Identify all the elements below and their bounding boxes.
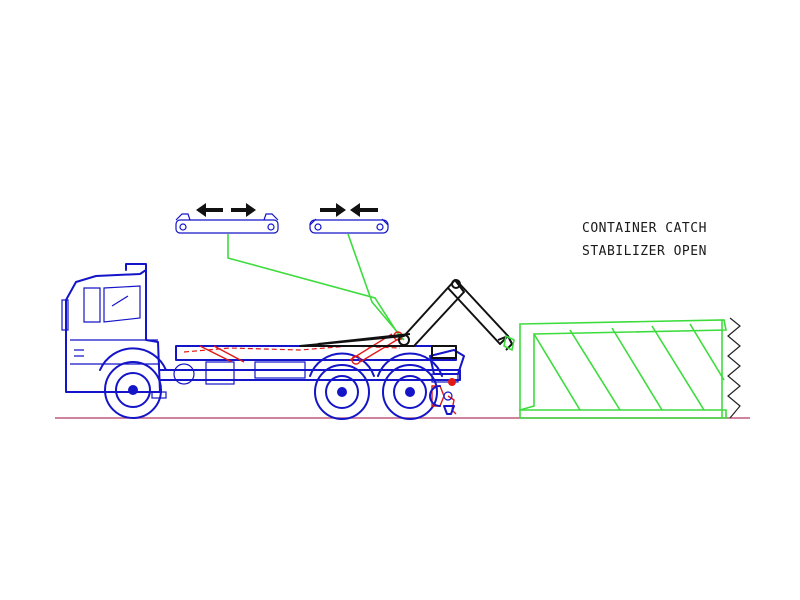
rear-wheel-1 — [309, 352, 375, 420]
break-line — [727, 317, 741, 419]
arrows-outward-icon — [196, 203, 256, 217]
stabilizer-closed-detail — [309, 203, 389, 234]
label-container-catch: CONTAINER CATCH — [582, 221, 707, 236]
label-stabilizer-open: STABILIZER OPEN — [582, 244, 707, 259]
truck-cab — [61, 263, 161, 393]
arrows-inward-icon — [320, 203, 378, 217]
leader-line-closed — [347, 233, 405, 341]
container — [519, 319, 727, 419]
rear-wheel-2 — [377, 352, 443, 420]
hook-arm — [299, 279, 513, 359]
rear-stabilizer — [429, 385, 455, 415]
hook-tip — [503, 334, 515, 352]
leader-line-open — [227, 234, 403, 341]
stabilizer-open-detail — [175, 203, 279, 234]
front-wheel — [99, 347, 167, 419]
